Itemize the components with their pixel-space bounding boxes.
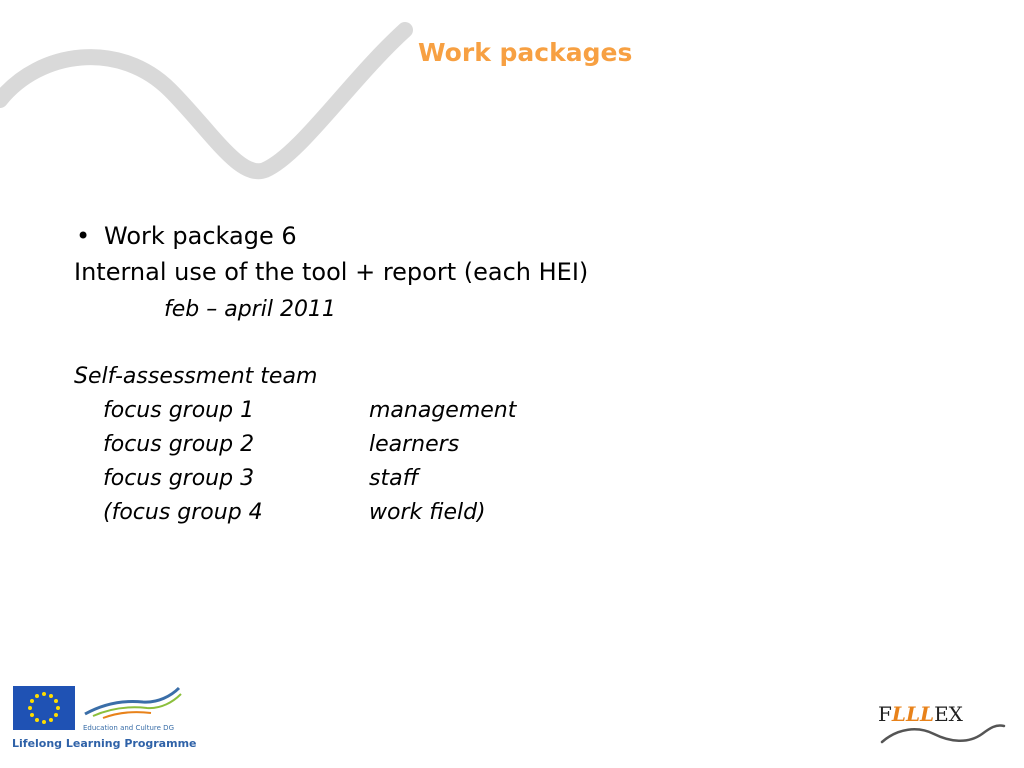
focus-group-row: focus group 3 staff (74, 462, 974, 496)
focus-group-role: work field) (369, 500, 486, 525)
eu-stars-icon (28, 692, 60, 724)
focus-group-row: (focus group 4 work field) (74, 496, 974, 530)
education-culture-dg-label: Education and Culture DG (83, 724, 174, 732)
logo-letters-lll: LLL (891, 702, 935, 726)
focus-group-role: staff (369, 466, 419, 491)
bullet-text: Work package 6 (104, 222, 297, 250)
flllex-logo: FLLLEX (878, 700, 1008, 750)
focus-group-row: focus group 1 management (74, 394, 974, 428)
focus-group-name: focus group 2 (103, 432, 255, 457)
decorative-swoosh (0, 22, 413, 180)
focus-group-name: focus group 3 (103, 466, 255, 491)
education-culture-swoosh-icon (84, 686, 182, 719)
flllex-wordmark: FLLLEX (878, 702, 963, 726)
date-range: feb – april 2011 (164, 297, 336, 322)
focus-group-name: focus group 1 (103, 398, 255, 423)
eu-flag-icon (13, 686, 75, 730)
logo-letter-f: F (878, 702, 892, 726)
focus-group-role: management (369, 398, 517, 423)
focus-group-role: learners (369, 432, 460, 457)
eu-logo-block: Education and Culture DG Lifelong Learni… (11, 684, 197, 756)
focus-group-name: (focus group 4 (103, 500, 263, 525)
slide-title: Work packages (418, 38, 633, 67)
logo-wave-icon (880, 724, 1006, 744)
bullet-dot-icon: • (76, 222, 91, 250)
slide-content: • Work package 6 Internal use of the too… (74, 218, 974, 530)
bullet-item: • Work package 6 (74, 218, 974, 254)
lifelong-learning-label: Lifelong Learning Programme (12, 737, 197, 750)
focus-group-row: focus group 2 learners (74, 428, 974, 462)
team-heading: Self-assessment team (74, 364, 318, 389)
subtitle-line: Internal use of the tool + report (each … (74, 258, 589, 286)
logo-letters-ex: EX (934, 702, 963, 726)
